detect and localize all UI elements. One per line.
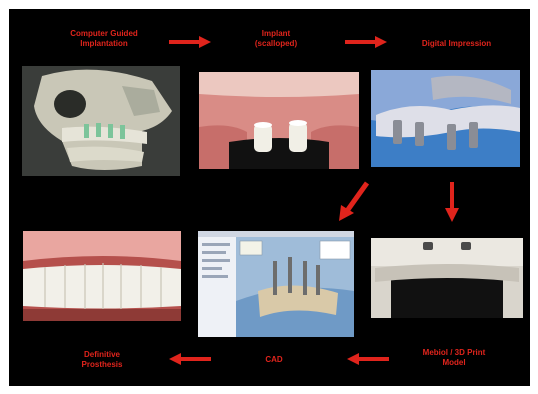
step-label-digital-impression: Digital Impression: [399, 39, 514, 49]
right-arrow-icon: [169, 36, 211, 48]
cad-image: [198, 231, 354, 337]
step-label-line: Definitive: [57, 350, 147, 360]
3d-print-model-image: [371, 238, 523, 318]
step-label-line: CAD: [254, 355, 294, 365]
step-label-line: Model: [404, 358, 504, 368]
step-label-line: (scalloped): [231, 39, 321, 49]
digital-impression-image: [371, 70, 520, 167]
step-label-3d-print-model: Mebiol / 3D Print Model: [404, 348, 504, 368]
implant-image: [199, 72, 359, 169]
guided-implantation-image: [22, 66, 180, 176]
workflow-diagram: Computer Guided Implantation Implant (sc…: [9, 9, 530, 386]
step-label-line: Computer Guided: [49, 29, 159, 39]
diagonal-down-left-arrow-icon: [337, 181, 369, 221]
step-label-computer-guided-implantation: Computer Guided Implantation: [49, 29, 159, 49]
right-arrow-icon: [345, 36, 387, 48]
step-label-implant: Implant (scalloped): [231, 29, 321, 49]
down-arrow-icon: [445, 182, 459, 222]
step-label-line: Mebiol / 3D Print: [404, 348, 504, 358]
step-label-cad: CAD: [254, 355, 294, 365]
step-label-line: Digital Impression: [399, 39, 514, 49]
left-arrow-icon: [347, 353, 389, 365]
step-label-line: Prosthesis: [57, 360, 147, 370]
step-label-line: Implant: [231, 29, 321, 39]
step-label-definitive-prosthesis: Definitive Prosthesis: [57, 350, 147, 370]
left-arrow-icon: [169, 353, 211, 365]
step-label-line: Implantation: [49, 39, 159, 49]
definitive-prosthesis-image: [23, 231, 181, 321]
